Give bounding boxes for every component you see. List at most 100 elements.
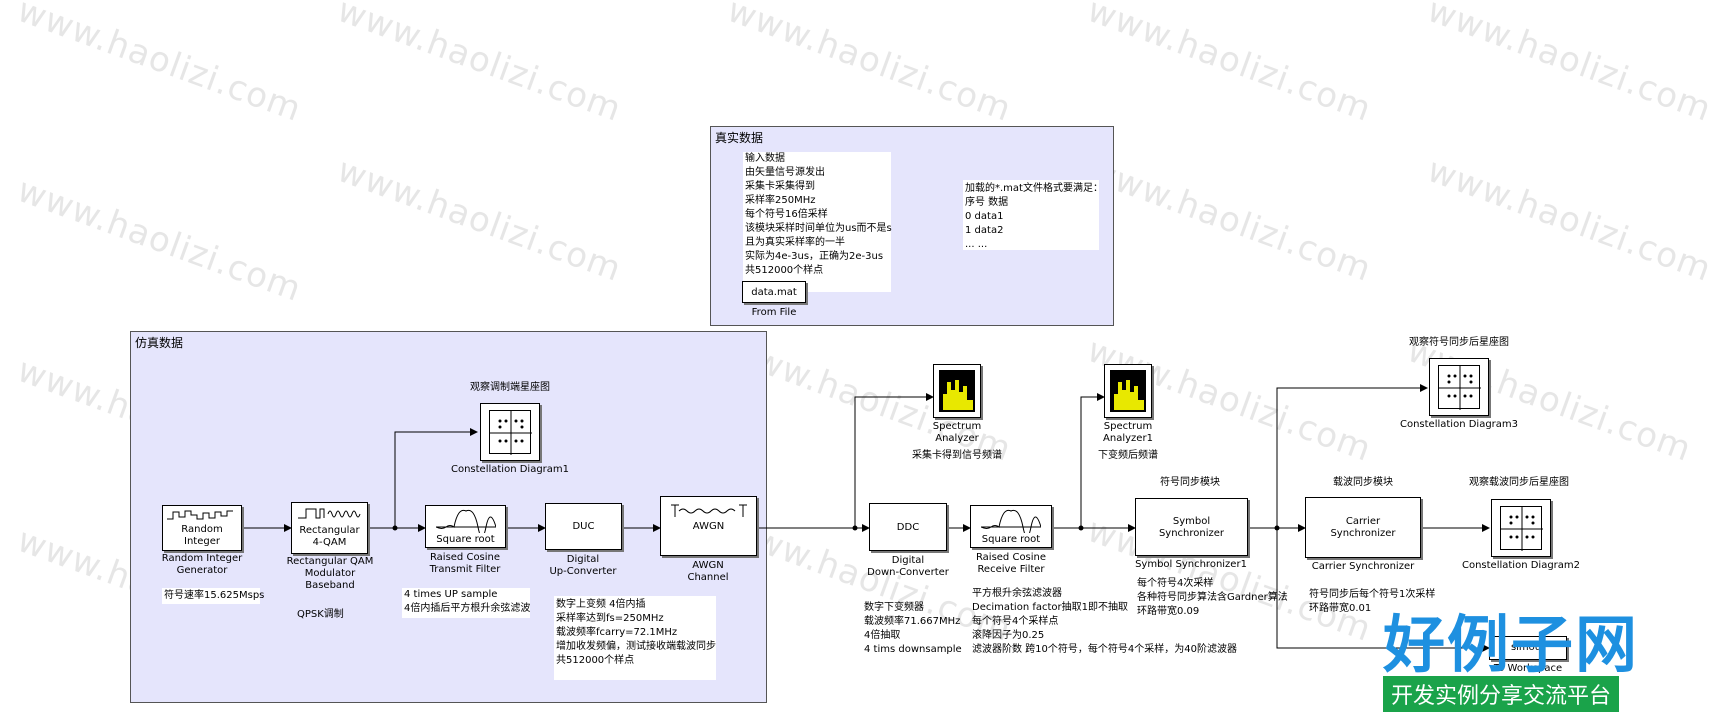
sym-note: 环路带宽0.09 xyxy=(1137,606,1200,617)
site-logo: 好例子网 开发实例分享交流平台 xyxy=(1383,610,1639,712)
real-notes-box: 输入数据 由矢量信号源发出 采集卡采集得到 采样率250MHz 每个符号16倍采… xyxy=(743,152,892,292)
rc-receive-filter-block[interactable]: Square root xyxy=(970,505,1052,548)
real-notes-line: 输入数据 xyxy=(745,153,785,164)
constellation-icon xyxy=(489,410,532,455)
block-text: DUC xyxy=(572,521,595,532)
area-title: 真实数据 xyxy=(715,131,764,145)
to-workspace-label: To Workspace xyxy=(1493,663,1563,674)
sa1-label: Spectrum xyxy=(1103,421,1153,432)
rx-filter-note: Decimation factor抽取1即不抽取 xyxy=(972,602,1128,613)
carrier-synchronizer-block[interactable]: Carrier Synchronizer xyxy=(1305,497,1421,558)
ddc-note: 4倍抽取 xyxy=(864,630,901,641)
block-text: simout xyxy=(1510,642,1546,653)
branch-point xyxy=(852,525,858,531)
constellation-icon xyxy=(1500,506,1543,551)
qam-label: Baseband xyxy=(305,580,355,591)
sa-label: Spectrum xyxy=(932,421,982,432)
awgn-label: AWGN xyxy=(692,560,724,571)
branch-point xyxy=(392,525,398,531)
block-text: DDC xyxy=(896,522,920,533)
duc-note-box: 数字上变频 4倍内插 采样率达到fs=250MHz 载波频率fcarry=72.… xyxy=(554,596,716,680)
from-file-block[interactable]: data.mat xyxy=(742,281,806,303)
random-integer-block[interactable]: Random Integer xyxy=(162,505,242,551)
carrier-title: 载波同步模块 xyxy=(1333,477,1393,488)
random-integer-label: Generator xyxy=(176,565,228,576)
block-text: Square root xyxy=(981,534,1041,545)
symbol-synchronizer-block[interactable]: Symbol Synchronizer xyxy=(1135,498,1248,556)
cd3-label: Constellation Diagram3 xyxy=(1399,419,1519,430)
ddc-label: Down-Converter xyxy=(867,567,949,578)
sym-note: 各种符号同步算法含Gardner算法 xyxy=(1137,592,1288,603)
tx-filter-note: 4倍内插后平方根升余弦滤波 xyxy=(404,603,531,614)
qam-label: Modulator xyxy=(304,568,356,579)
constellation-diagram2-block[interactable] xyxy=(1491,499,1551,557)
ddc-note: 载波频率71.667MHz xyxy=(864,616,961,627)
cd2-title: 观察载波同步后星座图 xyxy=(1469,477,1569,488)
sinc-icon xyxy=(436,509,496,533)
block-text: Carrier xyxy=(1345,516,1381,527)
cd1-label: Constellation Diagram1 xyxy=(450,464,570,475)
mat-format-note: 加载的*.mat文件格式要满足： 序号 数据 0 data1 1 data2 .… xyxy=(963,180,1103,250)
ddc-label: Digital xyxy=(891,555,925,566)
ddc-note: 数字下变频器 xyxy=(864,602,924,613)
branch-point xyxy=(1078,525,1084,531)
wire xyxy=(394,428,478,528)
mat-note-line: 序号 数据 xyxy=(965,197,1009,208)
cd1-title: 观察调制端星座图 xyxy=(470,382,550,393)
duc-note: 共512000个样点 xyxy=(556,655,635,666)
duc-note: 增加收发频偏，测试接收端载波同步 xyxy=(556,641,716,652)
block-text: Synchronizer xyxy=(1158,528,1225,539)
block-text: AWGN xyxy=(692,521,725,532)
to-workspace-block[interactable]: simout xyxy=(1489,636,1567,660)
rc-transmit-filter-block[interactable]: Square root xyxy=(425,505,506,548)
awgn-channel-block[interactable]: AWGN xyxy=(660,496,757,556)
wire xyxy=(854,393,934,528)
logo-main-text: 好例子网 xyxy=(1383,608,1640,681)
ddc-block[interactable]: DDC xyxy=(869,503,947,551)
block-text: Rectangular xyxy=(299,525,360,536)
duc-note: 采样率达到fs=250MHz xyxy=(556,613,664,624)
duc-label: Digital xyxy=(566,554,600,565)
cd3-title: 观察符号同步后星座图 xyxy=(1409,337,1509,348)
mat-note-line: ... ... xyxy=(965,239,988,250)
qam-waveform-icon xyxy=(298,508,361,519)
real-notes-line: 实际为4e-3us，正确为2e-3us xyxy=(745,251,884,262)
qam-modulator-block[interactable]: Rectangular 4-QAM xyxy=(291,502,368,554)
wire xyxy=(1080,393,1105,528)
block-text: Square root xyxy=(436,534,495,545)
sym-note: 每个符号4次采样 xyxy=(1137,578,1214,589)
sym-title: 符号同步模块 xyxy=(1160,477,1220,488)
duc-block[interactable]: DUC xyxy=(545,503,622,550)
real-notes-line: 且为真实采样率的一半 xyxy=(745,237,845,248)
block-text: Symbol xyxy=(1172,516,1211,527)
tx-filter-note: 4 times UP sample xyxy=(404,589,498,600)
cd2-label: Constellation Diagram2 xyxy=(1461,560,1581,571)
block-text: Random xyxy=(181,524,223,535)
real-notes-line: 每个符号16倍采样 xyxy=(745,209,828,220)
carrier-label: Carrier Synchronizer xyxy=(1311,561,1415,572)
rx-filter-note: 平方根升余弦滤波器 xyxy=(972,588,1062,599)
real-notes-line: 共512000个样点 xyxy=(745,265,824,276)
constellation-icon xyxy=(1438,365,1481,410)
sa1-note: 下变频后频谱 xyxy=(1098,450,1158,461)
sym-label: Symbol Synchronizer1 xyxy=(1135,559,1247,570)
wire xyxy=(1276,384,1428,528)
random-signal-icon xyxy=(167,510,233,520)
qpsk-note: QPSK调制 xyxy=(297,609,344,620)
rc-tx-label: Raised Cosine xyxy=(429,552,501,563)
spectrum-icon xyxy=(939,370,975,412)
spectrum-analyzer-block[interactable] xyxy=(933,364,981,418)
symbol-rate-note: 符号速率15.625Msps xyxy=(164,590,265,601)
real-notes-line: 采集卡采集得到 xyxy=(745,181,815,192)
constellation-diagram3-block[interactable] xyxy=(1429,358,1489,416)
random-integer-label: Random Integer xyxy=(161,553,243,564)
logo-sub-text: 开发实例分享交流平台 xyxy=(1383,676,1620,712)
branch-point xyxy=(1274,525,1280,531)
spectrum-analyzer1-block[interactable] xyxy=(1104,364,1152,418)
sa-note: 采集卡得到信号频谱 xyxy=(912,450,1002,461)
block-text: 4-QAM xyxy=(312,537,347,548)
constellation-diagram1-block[interactable] xyxy=(480,403,540,461)
mat-note-line: 加载的*.mat文件格式要满足： xyxy=(965,183,1103,194)
ddc-note: 4 tims downsample xyxy=(864,644,962,655)
rc-rx-label: Receive Filter xyxy=(977,564,1045,575)
